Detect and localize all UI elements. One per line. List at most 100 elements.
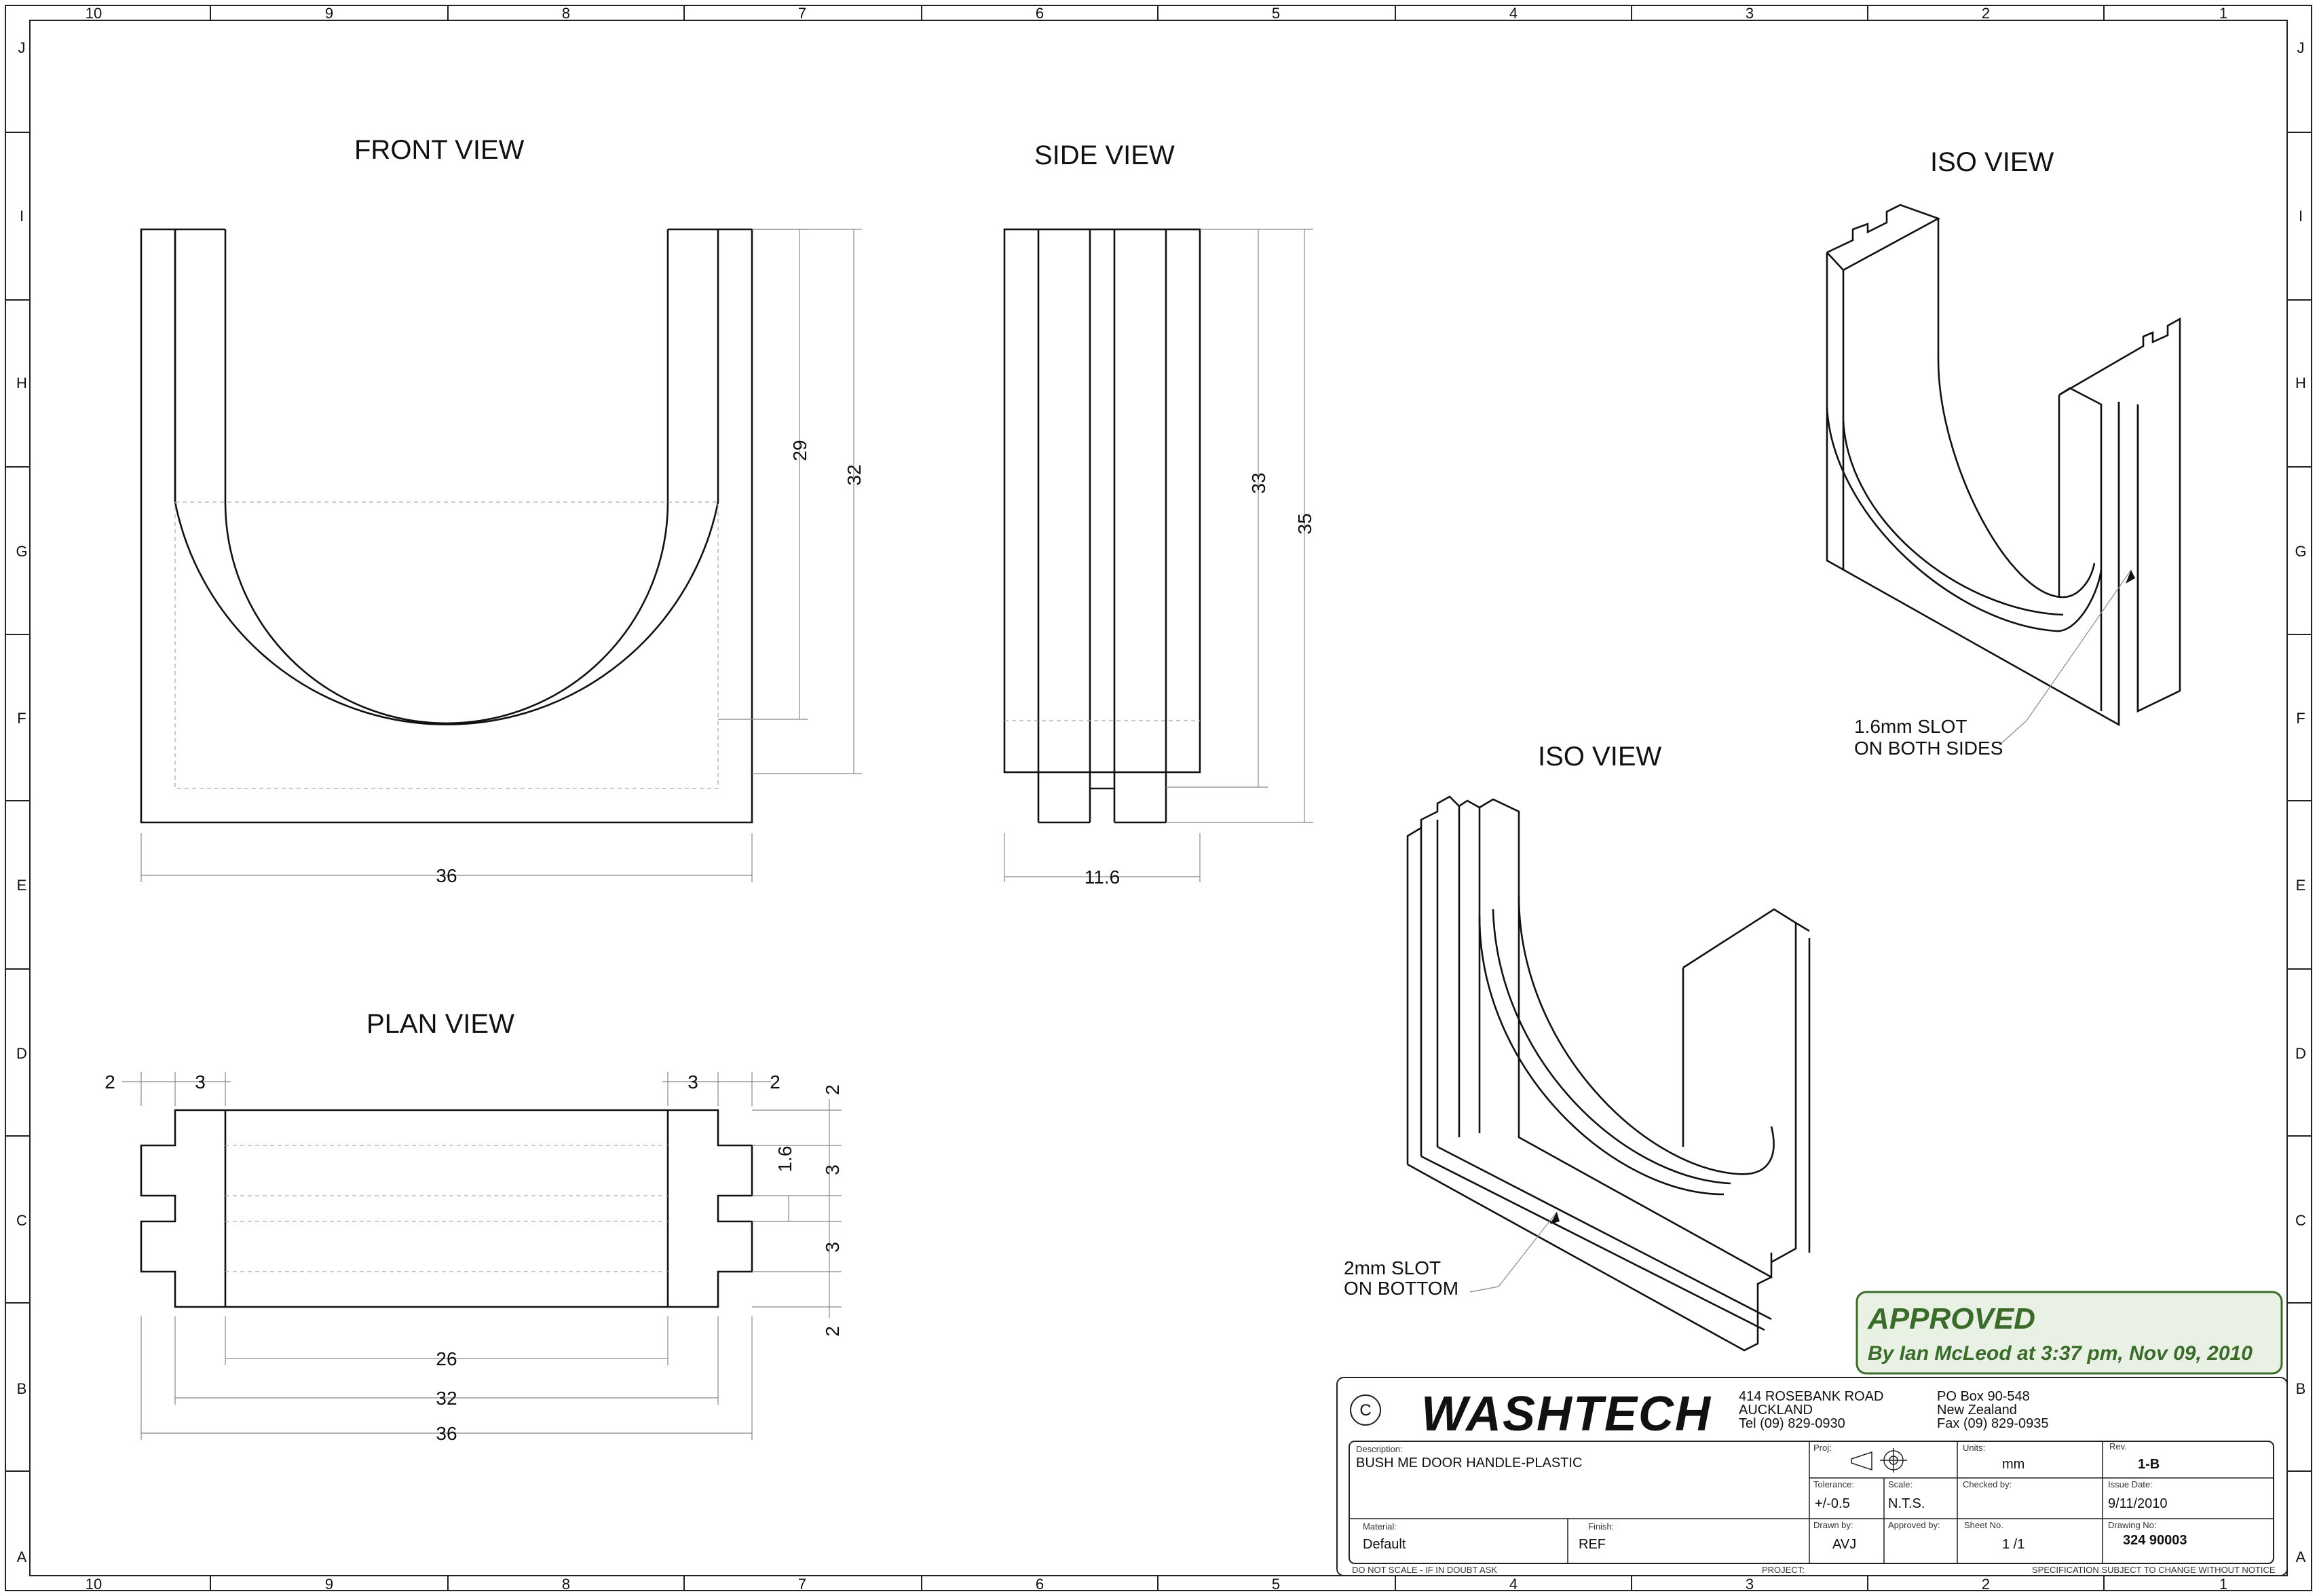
plan-view: 2 3 3 2 2 1.6 3 3 2 26 32 36 — [105, 1071, 843, 1444]
zone-row-g-right: G — [2295, 543, 2306, 560]
zone-row-i-left: I — [20, 208, 24, 225]
drawing-no-value: 324 90003 — [2123, 1533, 2187, 1548]
do-not-scale-note: DO NOT SCALE - IF IN DOUBT ASK — [1352, 1565, 1497, 1575]
dim-front-36: 36 — [436, 865, 457, 886]
zone-row-a-left: A — [17, 1548, 27, 1565]
title-block: C WASHTECH 414 ROSEBANK ROAD AUCKLAND Te… — [1336, 1377, 2288, 1576]
zone-row-f-right: F — [2296, 710, 2305, 727]
drawing-label: Drawing No: — [2108, 1520, 2157, 1530]
zone-col-3-top: 3 — [1746, 5, 1754, 22]
zone-row-j-right: J — [2297, 39, 2305, 56]
spec-notice: SPECIFICATION SUBJECT TO CHANGE WITHOUT … — [2032, 1565, 2276, 1575]
zone-row-f-left: F — [17, 710, 26, 727]
dim-plan-r-2-bot: 2 — [822, 1326, 843, 1337]
zone-col-4-top: 4 — [1509, 5, 1518, 22]
iso-view-bottom-title: ISO VIEW — [1538, 742, 1661, 772]
dim-plan-26: 26 — [436, 1348, 457, 1369]
issue-date-value: 9/11/2010 — [2108, 1496, 2168, 1511]
zone-col-1-bottom: 1 — [2219, 1576, 2227, 1593]
dim-plan-left-3: 3 — [195, 1071, 206, 1092]
approved-by: By Ian McLeod at 3:37 pm, Nov 09, 2010 — [1868, 1342, 2253, 1365]
zone-labels: 10 9 8 7 6 5 4 3 2 1 10 9 8 7 6 5 4 3 2 … — [16, 5, 2306, 1593]
side-view: 33 35 11.6 — [1003, 228, 1315, 888]
finish-label: Finish: — [1588, 1521, 1614, 1532]
plan-view-title: PLAN VIEW — [366, 1009, 514, 1039]
zone-row-h-right: H — [2295, 375, 2306, 392]
note-slot-bottom-1: 2mm SLOT — [1344, 1257, 1441, 1278]
zone-row-d-left: D — [16, 1045, 27, 1062]
iso-view-top — [1826, 204, 2181, 746]
zone-row-h-left: H — [16, 375, 27, 392]
dim-side-35: 35 — [1294, 513, 1315, 534]
dim-plan-36: 36 — [436, 1423, 457, 1444]
dim-side-11-6: 11.6 — [1085, 867, 1120, 888]
zone-row-b-right: B — [2296, 1380, 2306, 1397]
scale-label: Scale: — [1888, 1479, 1913, 1489]
zone-row-d-right: D — [2295, 1045, 2306, 1062]
approved-label: APPROVED — [1867, 1302, 2035, 1335]
note-slot-sides-1: 1.6mm SLOT — [1854, 716, 1967, 737]
dim-plan-r-2-top: 2 — [822, 1084, 843, 1095]
material-value: Default — [1363, 1537, 1406, 1552]
iso-view-bottom — [1406, 795, 1811, 1352]
zone-col-5-bottom: 5 — [1272, 1576, 1280, 1593]
note-slot-sides-2: ON BOTH SIDES — [1854, 738, 2003, 759]
company-address-2: AUCKLAND — [1739, 1403, 1813, 1418]
proj-label: Proj: — [1813, 1443, 1832, 1453]
tolerance-label: Tolerance: — [1813, 1479, 1854, 1489]
description-label: Description: — [1356, 1444, 1403, 1454]
drawn-label: Drawn by: — [1813, 1520, 1853, 1530]
zone-ticks — [5, 5, 2312, 1591]
company-address-3: Tel (09) 829-0930 — [1739, 1416, 1845, 1431]
company-po-2: New Zealand — [1937, 1403, 2017, 1418]
units-value: mm — [2002, 1457, 2024, 1472]
zone-col-8-bottom: 8 — [562, 1576, 570, 1593]
dim-plan-right-3: 3 — [687, 1071, 698, 1092]
units-label: Units: — [1963, 1443, 1985, 1453]
rev-label: Rev. — [2109, 1441, 2127, 1451]
sheet-value: 1 /1 — [2002, 1537, 2024, 1552]
zone-row-g-left: G — [16, 543, 27, 560]
sheet-label: Sheet No. — [1964, 1520, 2003, 1530]
note-slot-bottom-2: ON BOTTOM — [1344, 1278, 1458, 1299]
drawn-value: AVJ — [1832, 1537, 1856, 1552]
copyright-icon — [1350, 1394, 1381, 1426]
zone-col-7-bottom: 7 — [798, 1576, 806, 1593]
zone-col-4-bottom: 4 — [1509, 1576, 1518, 1593]
zone-row-b-left: B — [17, 1380, 27, 1397]
zone-col-6-top: 6 — [1036, 5, 1044, 22]
copyright-letter: C — [1359, 1401, 1371, 1420]
zone-col-5-top: 5 — [1272, 5, 1280, 22]
zone-col-6-bottom: 6 — [1036, 1576, 1044, 1593]
dim-plan-r-3a: 3 — [822, 1164, 843, 1175]
front-view-title: FRONT VIEW — [354, 135, 525, 165]
dim-plan-32: 32 — [436, 1388, 457, 1409]
zone-col-1-top: 1 — [2219, 5, 2227, 22]
zone-row-j-left: J — [18, 39, 26, 56]
description-value: BUSH ME DOOR HANDLE-PLASTIC — [1356, 1456, 1582, 1470]
zone-col-7-top: 7 — [798, 5, 806, 22]
zone-row-c-right: C — [2295, 1212, 2306, 1229]
dim-plan-right-2: 2 — [770, 1071, 780, 1092]
dim-plan-r-3b: 3 — [822, 1242, 843, 1253]
zone-row-i-right: I — [2299, 208, 2303, 225]
company-logo: WASHTECH — [1421, 1387, 1712, 1441]
material-label: Material: — [1363, 1521, 1397, 1532]
zone-col-2-top: 2 — [1982, 5, 1990, 22]
tolerance-value: +/-0.5 — [1815, 1496, 1850, 1511]
dim-front-32: 32 — [844, 464, 865, 485]
approved-by-label: Approved by: — [1888, 1520, 1940, 1530]
zone-row-e-left: E — [17, 877, 27, 894]
zone-col-2-bottom: 2 — [1982, 1576, 1990, 1593]
zone-col-8-top: 8 — [562, 5, 570, 22]
zone-row-c-left: C — [16, 1212, 27, 1229]
finish-value: REF — [1579, 1537, 1606, 1552]
company-po-3: Fax (09) 829-0935 — [1937, 1416, 2049, 1431]
rev-value: 1-B — [2138, 1457, 2160, 1472]
scale-value: N.T.S. — [1888, 1496, 1925, 1511]
dim-plan-left-2: 2 — [105, 1071, 115, 1092]
dim-plan-slot-1-6: 1.6 — [774, 1146, 795, 1173]
side-view-title: SIDE VIEW — [1034, 140, 1175, 170]
front-view: 29 32 36 — [140, 228, 865, 886]
company-address-1: 414 ROSEBANK ROAD — [1739, 1389, 1883, 1404]
